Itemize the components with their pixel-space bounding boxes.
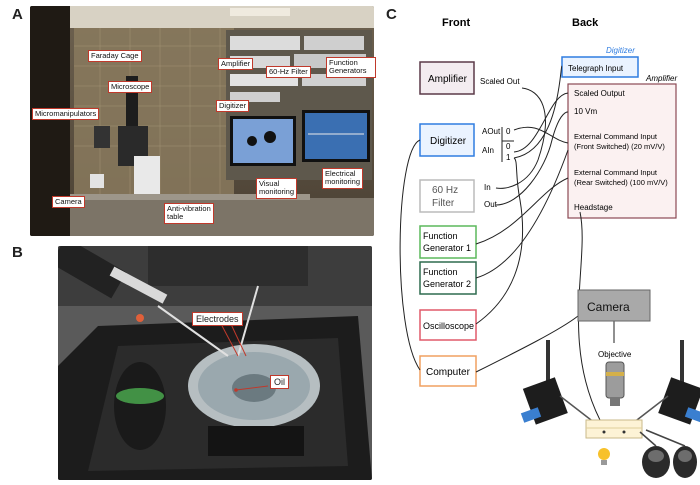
camera-label: Camera <box>587 300 630 314</box>
front-function-generator-1: Function Generator 1 <box>419 225 477 259</box>
rig-closeup-photo <box>58 246 372 480</box>
label-amplifier: Amplifier <box>218 58 254 71</box>
panel-letter-c: C <box>386 6 397 23</box>
port-scaled-out: Scaled Out <box>480 77 520 86</box>
back-ext-cmd-2-line2: (Rear Switched) (100 mV/V) <box>574 178 668 187</box>
back-10vm: 10 Vm <box>574 107 597 116</box>
detector-right <box>645 429 697 478</box>
front-60hz-filter: 60 Hz Filter <box>419 179 475 213</box>
objective-label: Objective <box>598 350 632 359</box>
front-filter-label-2: Filter <box>432 198 455 209</box>
front-computer: Computer <box>419 355 477 387</box>
port-out: Out <box>484 200 498 209</box>
front-amplifier-label: Amplifier <box>428 74 468 85</box>
fg2-label-1: Function <box>423 267 458 277</box>
micromanipulator-left <box>520 340 605 431</box>
front-oscilloscope: Oscilloscope <box>419 309 477 341</box>
port-aout-0: 0 <box>506 127 511 136</box>
label-visual-monitoring: Visual monitoring <box>256 178 298 199</box>
front-function-generator-2: Function Generator 2 <box>419 261 477 295</box>
back-ext-cmd-1-line2: (Front Switched) (20 mV/V) <box>574 142 665 151</box>
back-telegraph-input: Telegraph Input <box>561 56 639 78</box>
fg1-label-1: Function <box>423 231 458 241</box>
lab-setup-illustration <box>30 6 374 236</box>
objective-lens <box>605 361 625 406</box>
recording-dish <box>585 419 643 439</box>
fg1-label-2: Generator 1 <box>423 243 471 253</box>
back-scaled-output: Scaled Output <box>574 89 625 98</box>
panel-letter-b: B <box>12 244 23 261</box>
front-digitizer: Digitizer <box>419 123 475 157</box>
label-function-generators: Function Generators <box>326 57 376 78</box>
front-filter-label-1: 60 Hz <box>432 185 458 196</box>
port-ain-0: 0 <box>506 142 511 151</box>
lab-setup-photo <box>30 6 374 236</box>
back-digitizer-title: Digitizer <box>606 46 635 55</box>
micromanipulator-right <box>623 340 700 431</box>
header-front: Front <box>442 17 470 29</box>
back-headstage: Headstage <box>574 203 613 212</box>
panel-letter-a: A <box>12 6 23 23</box>
front-digitizer-label: Digitizer <box>430 136 467 147</box>
label-oil: Oil <box>270 375 289 389</box>
telegraph-label: Telegraph Input <box>568 64 624 73</box>
label-camera: Camera <box>52 196 85 209</box>
detector-left <box>639 431 670 478</box>
label-digitizer: Digitizer <box>216 100 250 113</box>
label-electrodes: Electrodes <box>192 312 243 326</box>
oscilloscope-label: Oscilloscope <box>423 321 474 331</box>
computer-label: Computer <box>426 367 471 378</box>
back-amplifier-title: Amplifier <box>645 74 677 83</box>
port-aout: AOut <box>482 127 501 136</box>
port-ain-1: 1 <box>506 153 511 162</box>
label-anti-vibration-table: Anti-vibration table <box>164 203 214 224</box>
label-faraday-cage: Faraday Cage <box>88 50 142 63</box>
front-amplifier: Amplifier <box>419 61 475 95</box>
back-ext-cmd-1-line1: External Command Input <box>574 132 658 141</box>
back-amplifier-panel <box>567 83 677 219</box>
port-in: In <box>484 183 491 192</box>
lightbulb-icon <box>598 448 610 465</box>
label-60hz-filter: 60-Hz Filter <box>266 66 311 79</box>
header-back: Back <box>572 17 599 29</box>
back-ext-cmd-2-line1: External Command Input <box>574 168 658 177</box>
label-microscope: Microscope <box>108 81 153 94</box>
fg2-label-2: Generator 2 <box>423 279 471 289</box>
label-electrical-monitoring: Electrical monitoring <box>322 168 364 189</box>
rig-closeup-illustration <box>58 246 372 480</box>
port-ain: AIn <box>482 146 494 155</box>
label-micromanipulators: Micromanipulators <box>32 108 100 121</box>
connection-wires <box>399 65 615 421</box>
camera-box: Camera <box>577 289 651 322</box>
